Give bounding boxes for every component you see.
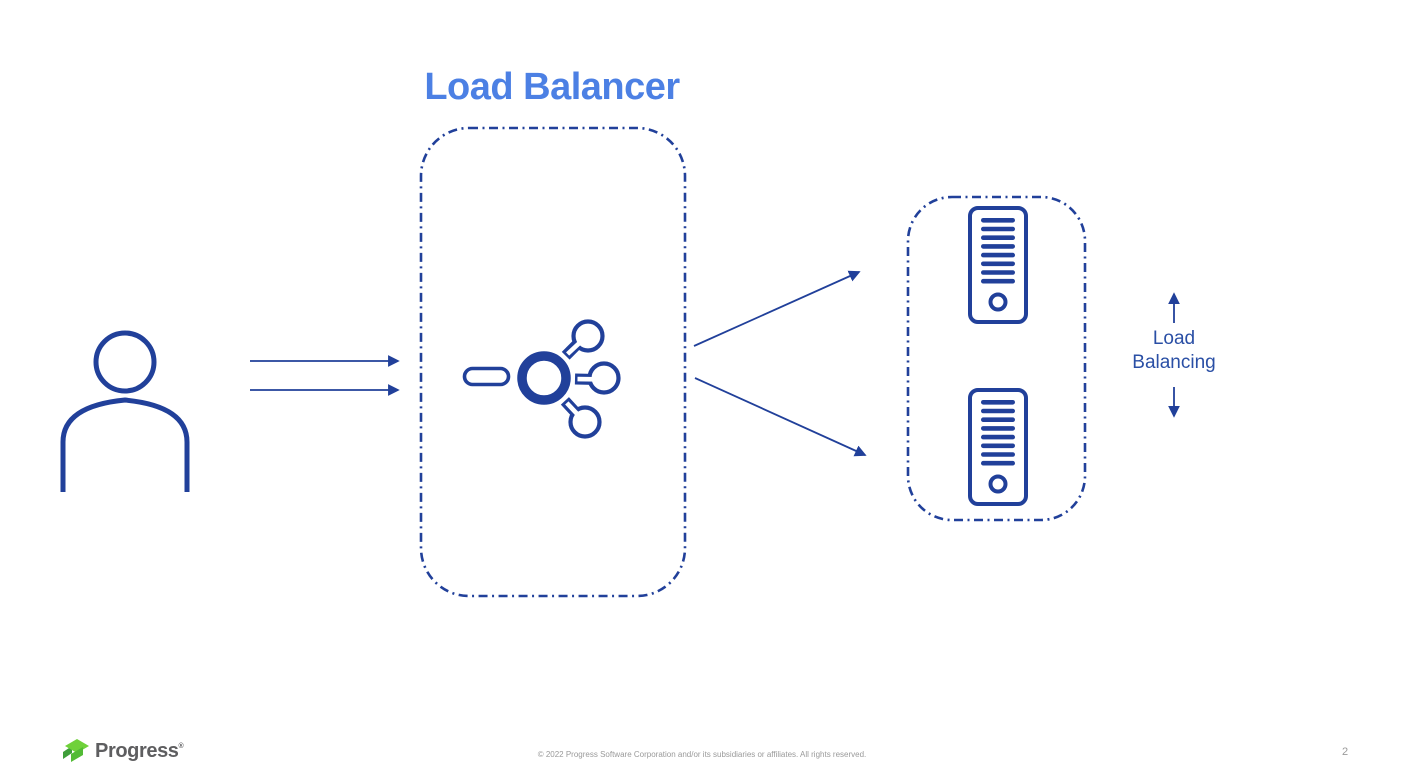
request-arrows bbox=[250, 355, 400, 396]
user-icon bbox=[60, 330, 190, 492]
server-icon-top bbox=[968, 206, 1028, 324]
progress-logo: Progress® bbox=[62, 737, 212, 765]
load-balancer-icon bbox=[462, 319, 621, 439]
load-balancing-label-line2: Balancing bbox=[1132, 352, 1216, 373]
progress-logo-icon bbox=[63, 739, 89, 762]
server-pool-box bbox=[906, 195, 1087, 522]
load-balancing-label: Load Balancing bbox=[1104, 327, 1244, 375]
load-balancing-label-line1: Load bbox=[1152, 328, 1196, 349]
copyright-text: © 2022 Progress Software Corporation and… bbox=[537, 750, 867, 759]
distribution-arrow-bottom bbox=[694, 377, 867, 457]
trademark-symbol: ® bbox=[178, 742, 184, 750]
load-balancer-box bbox=[419, 126, 687, 598]
distribution-arrows bbox=[693, 270, 867, 457]
page-number: 2 bbox=[1341, 746, 1349, 758]
server-icon-bottom bbox=[968, 388, 1028, 506]
page-title: Load Balancer bbox=[424, 66, 680, 108]
distribution-arrow-top bbox=[693, 270, 861, 347]
progress-logo-text: Progress® bbox=[95, 739, 184, 762]
